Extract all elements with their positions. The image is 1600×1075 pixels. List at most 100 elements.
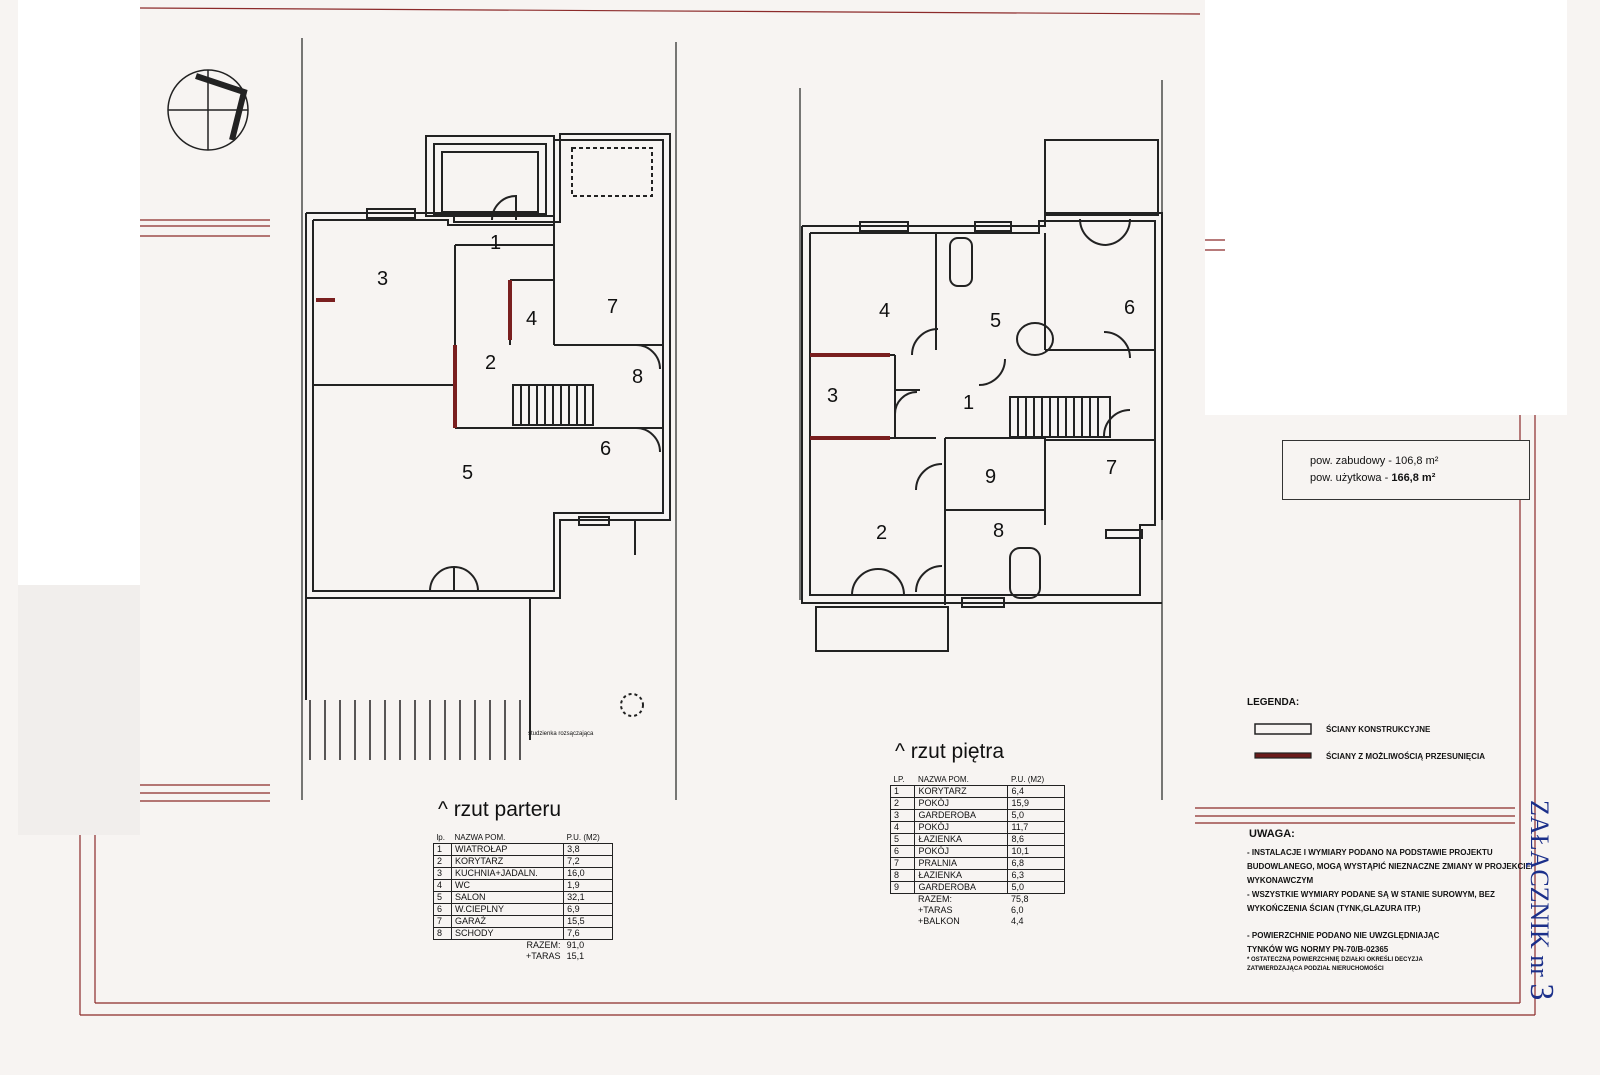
gf-cell-area: 7,2 xyxy=(563,855,613,868)
uf-extra-row: +BALKON 4,4 xyxy=(891,916,1065,927)
area-summary-box: pow. zabudowy - 106,8 m² pow. użytkowa -… xyxy=(1282,440,1530,500)
built-area-value: 106,8 m² xyxy=(1395,455,1439,467)
uf-cell-n: 7 xyxy=(889,857,916,870)
gf-room-4: 4 xyxy=(526,308,538,330)
gf-cell-area: 1,9 xyxy=(563,879,613,892)
stamp-text: ZAŁĄCZNIK nr xyxy=(1525,800,1554,977)
gf-room-7: 7 xyxy=(607,296,619,318)
note-line: * OSTATECZNĄ POWIERZCHNIĘ DZIAŁKI OKREŚL… xyxy=(1247,957,1423,963)
white-patch-left xyxy=(18,0,140,585)
note-line: ZATWIERDZAJĄCA PODZIAŁ NIERUCHOMOŚCI xyxy=(1247,966,1384,972)
uf-cell-name: POKÓJ xyxy=(914,845,1009,858)
uf-cell-n: 6 xyxy=(889,845,916,858)
compass xyxy=(167,69,249,151)
uf-th-lp: LP. xyxy=(893,775,905,784)
gf-cell-area: 6,9 xyxy=(563,903,613,916)
gf-th-area: P.U. (M2) xyxy=(566,833,600,842)
uf-room-8: 8 xyxy=(993,520,1005,542)
gf-cell-n: 5 xyxy=(432,891,453,904)
gf-room-3: 3 xyxy=(377,268,389,290)
gf-sum-value: 91,0 xyxy=(566,940,585,950)
note-line: - INSTALACJE I WYMIARY PODANO NA PODSTAW… xyxy=(1247,848,1493,857)
uf-room-5: 5 xyxy=(990,310,1002,332)
uf-room-1: 1 xyxy=(963,392,975,414)
gf-cell-name: SALON xyxy=(451,891,565,904)
note-line: TYNKÓW WG NORMY PN-70/B-02365 xyxy=(1247,945,1389,954)
uf-extra-value: 6,0 xyxy=(1010,905,1024,915)
uf-extra-row: +TARAS 6,0 xyxy=(891,905,1065,916)
gf-cell-name: GARAŻ xyxy=(451,915,565,928)
uf-room-9: 9 xyxy=(985,466,997,488)
gf-cell-name: SCHODY xyxy=(451,927,565,940)
uf-cell-name: GARDEROBA xyxy=(914,809,1009,822)
gf-th-name: NAZWA POM. xyxy=(454,833,506,842)
uf-room-6: 6 xyxy=(1124,297,1136,319)
usable-area-label: pow. użytkowa - xyxy=(1310,472,1389,484)
uf-cell-name: PRALNIA xyxy=(914,857,1009,870)
uf-cell-area: 5,0 xyxy=(1007,809,1065,822)
legend-item-movable: ŚCIANY Z MOŻLIWOŚCIĄ PRZESUNIĘCIA xyxy=(1326,752,1485,761)
gf-extra-label: +TARAS xyxy=(525,951,561,961)
uf-cell-area: 11,7 xyxy=(1007,821,1065,834)
legend-item-structural: ŚCIANY KONSTRUKCYJNE xyxy=(1326,725,1431,734)
gf-cell-n: 1 xyxy=(432,843,453,856)
ground-floor-walls xyxy=(305,133,671,760)
uf-cell-area: 6,3 xyxy=(1007,869,1065,882)
uf-sum-row: RAZEM:75,8 xyxy=(891,894,1065,906)
uf-cell-area: 15,9 xyxy=(1007,797,1065,810)
uf-cell-name: POKÓJ xyxy=(914,797,1009,810)
uf-cell-name: POKÓJ xyxy=(914,821,1009,834)
uf-cell-name: ŁAZIENKA xyxy=(914,833,1009,846)
gf-sum-row: RAZEM: 91,0 xyxy=(434,940,613,952)
white-patch-left-bottom xyxy=(18,585,140,835)
note-line: - POWIERZCHNIE PODANO NIE UWZGLĘDNIAJĄC xyxy=(1247,931,1440,940)
gf-cell-area: 15,5 xyxy=(563,915,613,928)
gf-room-2: 2 xyxy=(485,352,497,374)
uf-extra-label: +TARAS xyxy=(917,905,953,915)
uf-cell-area: 6,4 xyxy=(1007,785,1065,798)
note-line: - WSZYSTKIE WYMIARY PODANE SĄ W STANIE S… xyxy=(1247,890,1495,899)
note-line: WYKONAWCZYM xyxy=(1247,876,1314,885)
uf-sum-label: RAZEM: xyxy=(917,894,952,904)
gf-th-lp: lp. xyxy=(436,833,445,842)
gf-cell-name: WIATROŁAP xyxy=(451,843,565,856)
ground-floor-title: ^ rzut parteru xyxy=(438,798,562,821)
uf-cell-n: 4 xyxy=(889,821,916,834)
note-line: WYKOŃCZENIA ŚCIAN (TYNK,GLAZURA ITP.) xyxy=(1247,904,1421,913)
uf-cell-n: 8 xyxy=(889,869,916,882)
gf-cell-n: 4 xyxy=(432,879,453,892)
uf-cell-area: 10,1 xyxy=(1007,845,1065,858)
gf-cell-n: 7 xyxy=(432,915,453,928)
uf-cell-n: 5 xyxy=(889,833,916,846)
gf-drain-label: studzienka rozsączająca xyxy=(528,731,594,737)
uf-extra-label: +BALKON xyxy=(917,916,960,926)
built-area-label: pow. zabudowy - xyxy=(1310,455,1392,467)
notes-title: UWAGA: xyxy=(1249,828,1295,840)
legend-title: LEGENDA: xyxy=(1247,697,1300,708)
gf-cell-area: 7,6 xyxy=(563,927,613,940)
usable-area-value: 166,8 m² xyxy=(1391,472,1436,484)
uf-cell-name: ŁAZIENKA xyxy=(914,869,1009,882)
gf-sum-label: RAZEM: xyxy=(526,940,561,950)
uf-cell-n: 9 xyxy=(889,881,916,894)
gf-cell-area: 16,0 xyxy=(563,867,613,880)
built-area-line: pow. zabudowy - 106,8 m² xyxy=(1310,455,1438,467)
uf-extra-value: 4,4 xyxy=(1010,916,1024,926)
gf-cell-n: 2 xyxy=(432,855,453,868)
uf-room-7: 7 xyxy=(1106,457,1118,479)
gf-cell-name: KUCHNIA+JADALN. xyxy=(451,867,565,880)
uf-cell-area: 5,0 xyxy=(1007,881,1065,894)
